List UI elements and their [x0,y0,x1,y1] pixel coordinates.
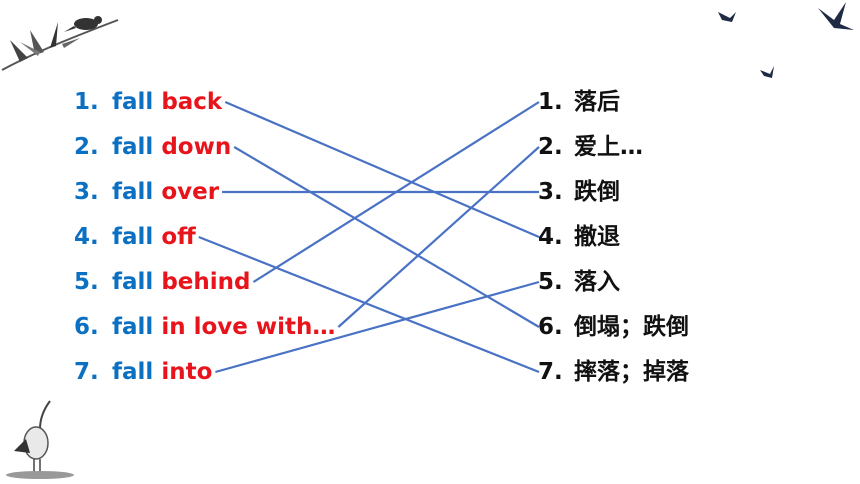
phrase-number: 2. [74,134,99,160]
meaning-number: 7. [538,359,563,385]
meaning-item: 6. 倒塌；跌倒 [538,309,689,354]
phrase-item: 2. fall down [74,129,335,174]
phrase-verb: fall [112,314,154,340]
phrase-particle: off [161,224,196,250]
phrase-item: 1. fall back [74,84,335,129]
meaning-number: 3. [538,179,563,205]
phrase-verb: fall [112,269,154,295]
phrase-number: 6. [74,314,99,340]
phrase-item: 7. fall into [74,354,335,399]
phrase-number: 4. [74,224,99,250]
meaning-item: 1. 落后 [538,84,689,129]
meaning-number: 6. [538,314,563,340]
meaning-item: 5. 落入 [538,264,689,309]
phrase-verb: fall [112,89,154,115]
meaning-text: 跌倒 [574,179,620,205]
phrase-verb: fall [112,359,154,385]
ink-crane-icon [6,400,74,479]
phrase-particle: down [161,134,232,160]
match-line [215,280,540,374]
phrase-particle: back [161,89,223,115]
ink-bamboo-bird-icon [1,16,119,71]
phrase-list: 1. fall back 2. fall down 3. fall over 4. fa… [74,84,335,399]
phrase-number: 7. [74,359,99,385]
meaning-item: 7. 摔落；掉落 [538,354,689,399]
phrase-verb: fall [112,134,154,160]
meaning-item: 2. 爱上… [538,129,689,174]
meaning-text: 撤退 [574,224,620,250]
phrase-number: 1. [74,89,99,115]
meaning-number: 2. [538,134,563,160]
phrase-item: 3. fall over [74,174,335,219]
meaning-item: 4. 撤退 [538,219,689,264]
phrase-verb: fall [112,179,154,205]
phrase-number: 5. [74,269,99,295]
match-line [252,101,540,283]
phrase-particle: in love with… [161,314,336,340]
meaning-text: 倒塌；跌倒 [574,314,689,340]
meaning-number: 4. [538,224,563,250]
meaning-text: 爱上… [574,134,643,160]
phrase-number: 3. [74,179,99,205]
phrase-particle: behind [161,269,251,295]
meaning-text: 摔落；掉落 [574,359,689,385]
phrase-particle: into [161,359,213,385]
meaning-text: 落入 [574,269,620,295]
meaning-number: 5. [538,269,563,295]
flying-birds-icon [718,2,854,78]
match-line [337,146,540,328]
match-line [224,100,540,239]
meaning-item: 3. 跌倒 [538,174,689,219]
phrase-item: 5. fall behind [74,264,335,309]
phrase-item: 4. fall off [74,219,335,264]
meaning-text: 落后 [574,89,620,115]
match-line [198,235,540,374]
meaning-list: 1. 落后 2. 爱上… 3. 跌倒 4. 撤退 5. 落入 6. 倒塌；跌倒 7. 摔落；掉… [538,84,689,399]
phrase-verb: fall [112,224,154,250]
phrase-item: 6. fall in love with… [74,309,335,354]
meaning-number: 1. [538,89,563,115]
phrase-particle: over [161,179,220,205]
